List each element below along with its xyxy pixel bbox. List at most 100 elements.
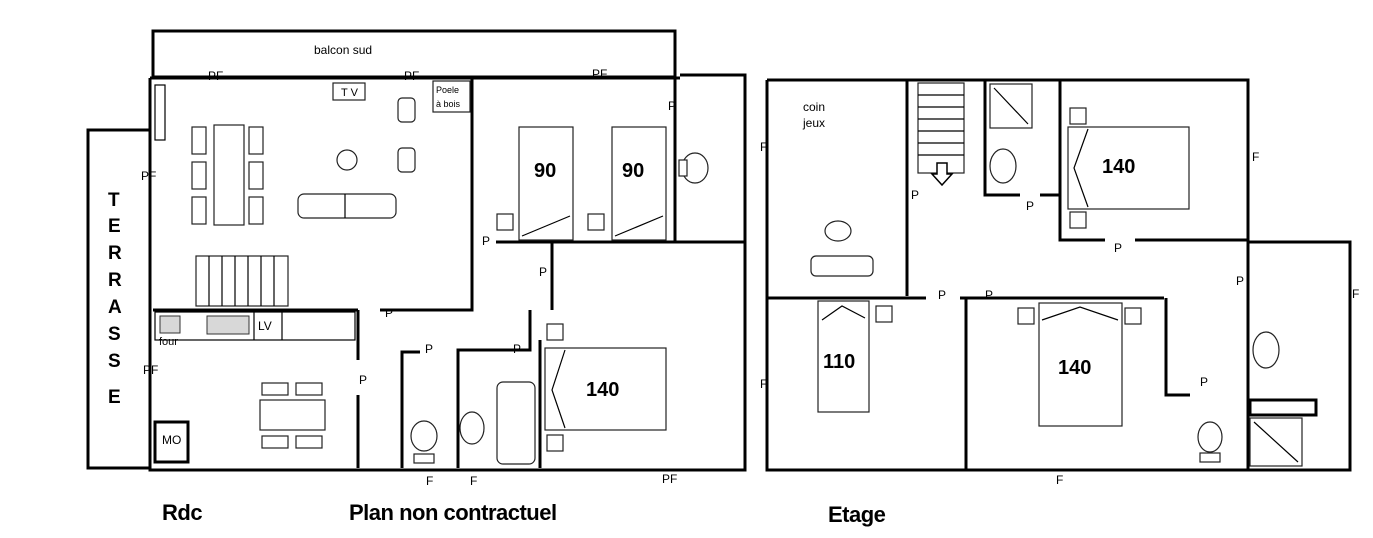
disclaimer: Plan non contractuel <box>349 500 557 525</box>
door-label: F <box>1352 287 1359 301</box>
door-label: F <box>760 377 767 391</box>
door-label: P <box>359 373 367 387</box>
upper-wall <box>1164 298 1190 397</box>
nightstand <box>546 434 564 452</box>
washbasin-icon <box>459 411 485 445</box>
washbasin-icon <box>1252 331 1280 369</box>
door-label: PF <box>143 363 158 377</box>
nightstand <box>546 323 564 341</box>
bed-size-label: 90 <box>534 160 556 182</box>
chair <box>191 126 207 155</box>
sofa <box>810 255 874 277</box>
door-label: F <box>1056 473 1063 487</box>
toilet-tank <box>1199 452 1221 463</box>
bed-fold <box>521 215 571 237</box>
nightstand <box>875 305 893 323</box>
terrace-letter: T <box>108 190 120 211</box>
terrace-outline <box>86 128 150 470</box>
shower-screen <box>1248 398 1318 417</box>
terrace-letter: R <box>108 270 122 291</box>
sofa <box>297 193 397 219</box>
upper-floor-caption: Etage <box>828 502 886 527</box>
bathtub <box>496 381 536 465</box>
door-label: P <box>1026 199 1034 213</box>
door-label: F <box>426 474 433 488</box>
door-label: P <box>668 99 676 113</box>
door-label: PF <box>662 472 677 486</box>
door-label: P <box>482 234 490 248</box>
living-room-wall <box>380 78 474 312</box>
kitchen-counter <box>154 311 356 341</box>
terrace-letter: A <box>108 297 122 318</box>
down-arrow-icon <box>930 162 954 187</box>
toilet-icon <box>410 420 438 452</box>
door-label: F <box>760 140 767 154</box>
upper-door-labels: F F F F F P P P P P P P <box>760 140 1359 487</box>
terrace-letter: S <box>108 324 121 345</box>
chair <box>261 382 289 396</box>
chair <box>191 161 207 190</box>
ground-floor-caption: Rdc <box>162 500 202 525</box>
nightstand <box>587 213 605 231</box>
upper-wall <box>1058 80 1105 242</box>
chair <box>248 161 264 190</box>
bed-size-label: 140 <box>586 379 619 401</box>
door-label: PF <box>404 69 419 83</box>
terrace-letter: E <box>108 216 121 237</box>
staircase <box>195 255 289 307</box>
door-label: P <box>938 288 946 302</box>
bed-fold <box>1073 128 1089 208</box>
door-label: P <box>539 265 547 279</box>
microwave-label: MO <box>162 433 181 447</box>
bed-size-label: 140 <box>1058 357 1091 379</box>
bed-double <box>1038 302 1123 427</box>
bed-fold <box>821 305 866 321</box>
window-frame <box>154 84 166 141</box>
door-label: PF <box>208 69 223 83</box>
chair <box>248 196 264 225</box>
bed-fold <box>551 349 566 429</box>
stove-top <box>159 315 181 334</box>
chair <box>248 126 264 155</box>
washbasin-icon <box>989 148 1017 184</box>
terrace-letter: E <box>108 387 121 408</box>
door-label: P <box>1236 274 1244 288</box>
stove-label: Poele <box>436 85 459 95</box>
door-label: P <box>1114 241 1122 255</box>
terrace-label: T E R R A S S E <box>108 190 122 408</box>
armchair <box>397 147 416 173</box>
bed-fold <box>614 215 664 237</box>
ground-floor-plan: balcon sud T E R R A S S E <box>86 29 747 525</box>
bathroom-wall <box>456 310 532 468</box>
toilet-icon <box>1197 421 1223 453</box>
kitchen-table <box>259 399 326 431</box>
door-label: P <box>1200 375 1208 389</box>
chair <box>191 196 207 225</box>
dining-table <box>213 124 245 226</box>
toilet-tank <box>413 453 435 464</box>
bed-size-label: 110 <box>823 351 855 373</box>
nightstand <box>1069 211 1087 229</box>
shower-drain <box>1253 421 1299 463</box>
coffee-table <box>336 149 358 171</box>
play-corner-label: jeux <box>802 116 825 130</box>
upper-wall <box>983 80 1020 197</box>
tv-label: T V <box>341 87 359 99</box>
nightstand <box>1069 107 1087 125</box>
oven-label: four <box>159 336 178 348</box>
shower-drain <box>993 87 1029 125</box>
wc-wall <box>400 350 420 468</box>
chair <box>295 435 323 449</box>
toilet-tank <box>678 159 688 177</box>
nightstand <box>496 213 514 231</box>
door-label: PF <box>141 169 156 183</box>
bed-single <box>817 300 870 413</box>
chair <box>295 382 323 396</box>
door-label: P <box>385 306 393 320</box>
door-label: F <box>470 474 477 488</box>
tv-box <box>332 82 366 101</box>
door-label: F <box>1252 150 1259 164</box>
terrace-letter: S <box>108 351 121 372</box>
armchair <box>397 97 416 123</box>
